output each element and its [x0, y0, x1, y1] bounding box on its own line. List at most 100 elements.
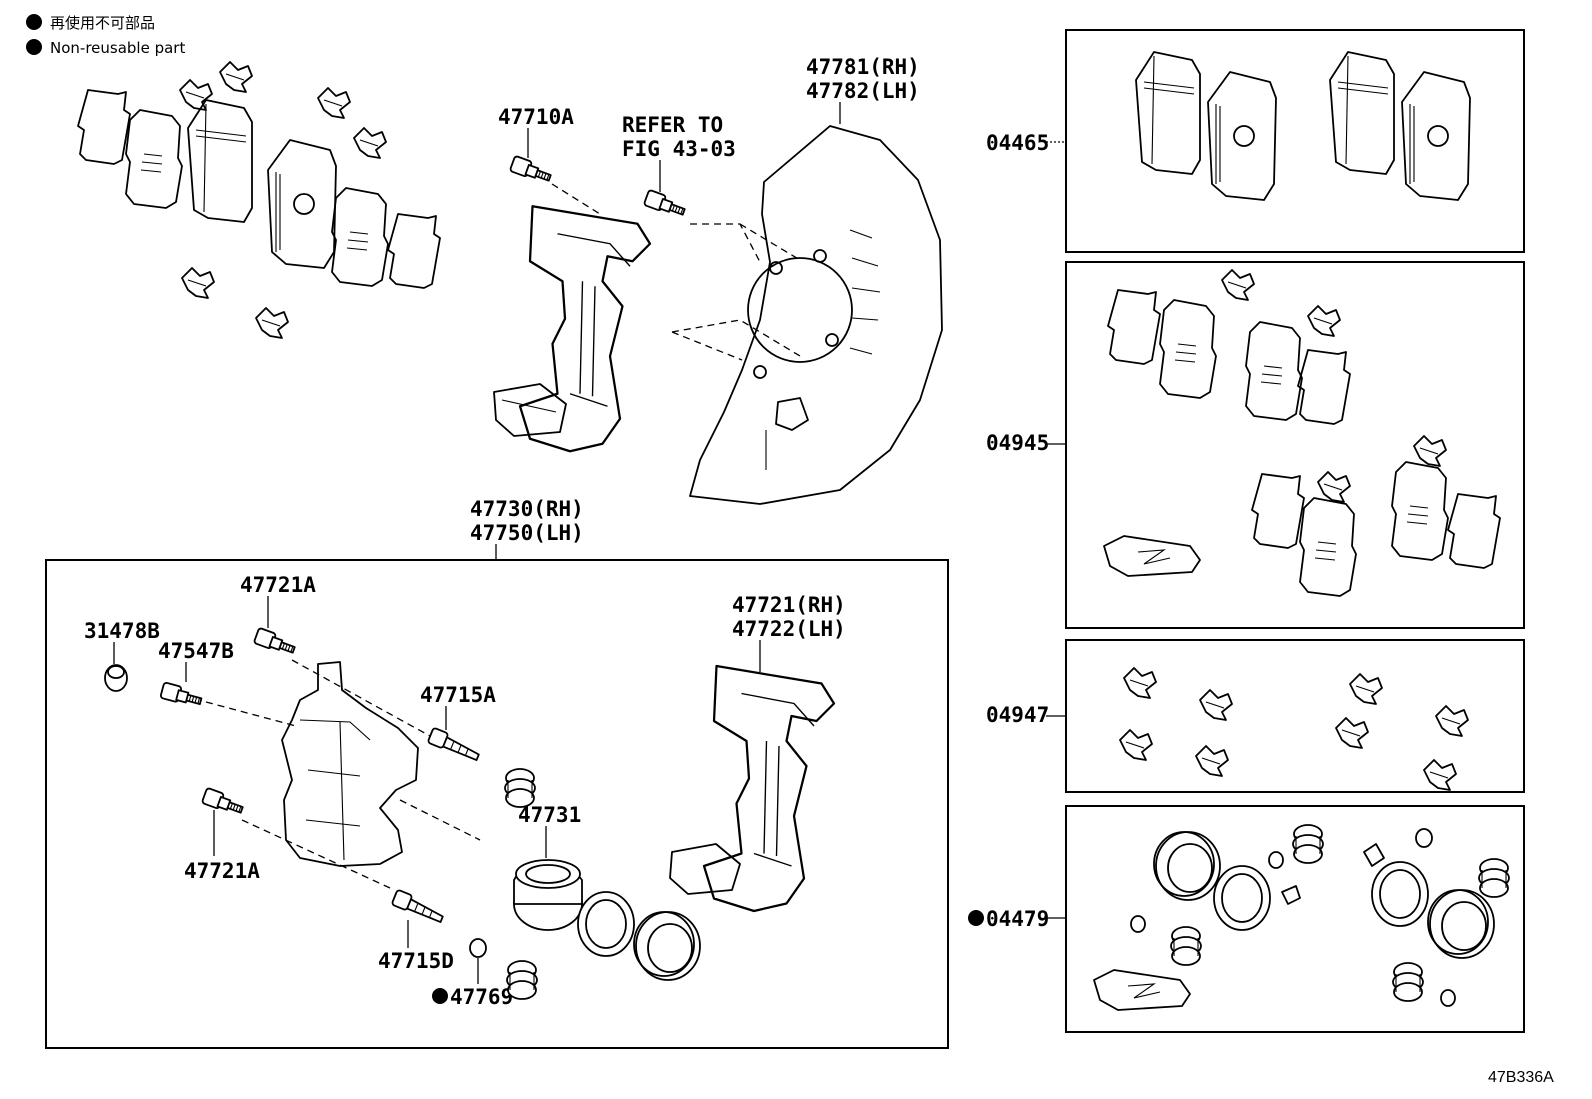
kit-box-04945	[1065, 261, 1525, 629]
kit-shim	[1245, 321, 1303, 421]
label-47715D: 47715D	[378, 949, 454, 973]
kit-box-04465	[1065, 29, 1525, 253]
cylinder-boot	[633, 911, 701, 981]
label-31478B: 31478B	[84, 619, 160, 643]
non-reusable-marker-icon	[26, 14, 42, 30]
legend: 再使用不可部品 Non-reusable part	[26, 14, 185, 57]
pad-clip	[317, 87, 351, 119]
kit-shim	[1297, 349, 1351, 425]
kit-shim	[1107, 289, 1161, 365]
label-47715A: 47715A	[420, 683, 496, 707]
mounting-bracket-top	[493, 205, 801, 453]
kit-shim	[1447, 493, 1501, 569]
label-04479: 04479	[986, 907, 1049, 931]
pad-shim-outer	[331, 187, 389, 287]
bolt-47721A-bottom	[200, 786, 246, 818]
grease-packet	[1103, 535, 1201, 577]
kit-shim	[1159, 299, 1217, 399]
brake-pad-outer	[187, 99, 253, 223]
brake-pad-inner	[267, 139, 337, 269]
kit-clip	[1435, 705, 1469, 737]
label-47721A-bottom: 47721A	[184, 859, 260, 883]
kit-shim	[1391, 461, 1449, 561]
kit-clip	[1221, 269, 1255, 301]
piston-seal	[577, 891, 635, 957]
label-47710A: 47710A	[498, 105, 574, 129]
label-04465: 04465	[986, 131, 1049, 155]
kit-clip	[1317, 471, 1351, 503]
bushing-47769	[469, 938, 487, 958]
part-47710A: 47710A	[498, 105, 601, 215]
kit-clip	[1199, 689, 1233, 721]
pad-shim-inner	[125, 109, 183, 209]
label-47721: 47721(RH)	[732, 593, 846, 617]
label-04945: 04945	[986, 431, 1049, 455]
pad-clip	[219, 61, 253, 93]
kit-pin-boot	[1292, 824, 1324, 864]
pad-clip	[179, 79, 213, 111]
pad-clip	[255, 307, 289, 339]
kit-shim	[1251, 473, 1305, 549]
label-47782: 47782(LH)	[806, 79, 920, 103]
non-reusable-marker-icon	[432, 988, 448, 1004]
kit-clip	[1335, 717, 1369, 749]
guide-pin-47715D	[390, 888, 447, 925]
kit-piston-seal	[1213, 865, 1271, 931]
non-reusable-marker-icon	[26, 39, 42, 55]
kit-pin-boot	[1170, 926, 1202, 966]
kit-clip	[1119, 729, 1153, 761]
kit-clip	[1413, 435, 1447, 467]
figure-code: 47B336A	[1488, 1069, 1554, 1086]
bolt-refer-fig	[642, 188, 688, 220]
caliper-bracket-47721	[702, 664, 836, 913]
label-47781: 47781(RH)	[806, 55, 920, 79]
kit-pad	[1401, 71, 1471, 201]
label-04947: 04947	[986, 703, 1049, 727]
kit-pad	[1135, 51, 1201, 175]
kit-clip	[1195, 745, 1229, 777]
kit-pad	[1207, 71, 1277, 201]
label-47731: 47731	[518, 803, 581, 827]
kit-pin-boot	[1478, 858, 1510, 898]
kit-pin-boot	[1392, 962, 1424, 1002]
grease-packet	[1093, 969, 1191, 1011]
kit-clip-small	[1363, 843, 1385, 867]
refer-line-2: FIG 43-03	[622, 137, 736, 161]
refer-note: REFER TO FIG 43-03	[622, 113, 801, 263]
caliper-assembly-label: 47730(RH) 47750(LH)	[470, 497, 584, 560]
caliper-assembly-box	[45, 559, 949, 1049]
bolt-47710A	[508, 154, 554, 186]
label-47730: 47730(RH)	[470, 497, 584, 521]
kit-04479: 04479	[968, 805, 1525, 1033]
anti-squeal-shim	[77, 89, 131, 165]
caliper-assembly-parts: 47721A 31478B 47547B 47715A 47721A 47715…	[84, 573, 846, 1009]
kit-shim	[1299, 497, 1357, 597]
anti-squeal-shim	[387, 213, 441, 289]
bolt-47721A-top	[252, 626, 298, 658]
label-47547B: 47547B	[158, 639, 234, 663]
label-47722: 47722(LH)	[732, 617, 846, 641]
non-reusable-marker-icon	[968, 910, 984, 926]
pad-clip	[181, 267, 215, 299]
kit-bushing	[1130, 915, 1146, 933]
caliper-bracket	[518, 205, 652, 453]
legend-japanese: 再使用不可部品	[50, 14, 155, 32]
guide-pin-47715A	[426, 726, 483, 763]
kit-bushing	[1440, 989, 1456, 1007]
kit-04945: 04945	[986, 261, 1525, 629]
label-47721A-top: 47721A	[240, 573, 316, 597]
kit-box-04947	[1065, 639, 1525, 793]
kit-cylinder-boot	[1427, 889, 1495, 959]
pin-boot	[506, 960, 538, 1000]
caliper-body	[281, 661, 419, 867]
kit-bushing	[1415, 828, 1433, 848]
kit-piston-seal	[1371, 861, 1429, 927]
piston-47731	[513, 859, 583, 931]
kit-clip	[1423, 759, 1457, 791]
exploded-pads-top-left	[77, 61, 441, 339]
label-47750: 47750(LH)	[470, 521, 584, 545]
kit-pad	[1329, 51, 1395, 175]
pin-boot	[504, 768, 536, 808]
legend-english: Non-reusable part	[50, 39, 185, 57]
